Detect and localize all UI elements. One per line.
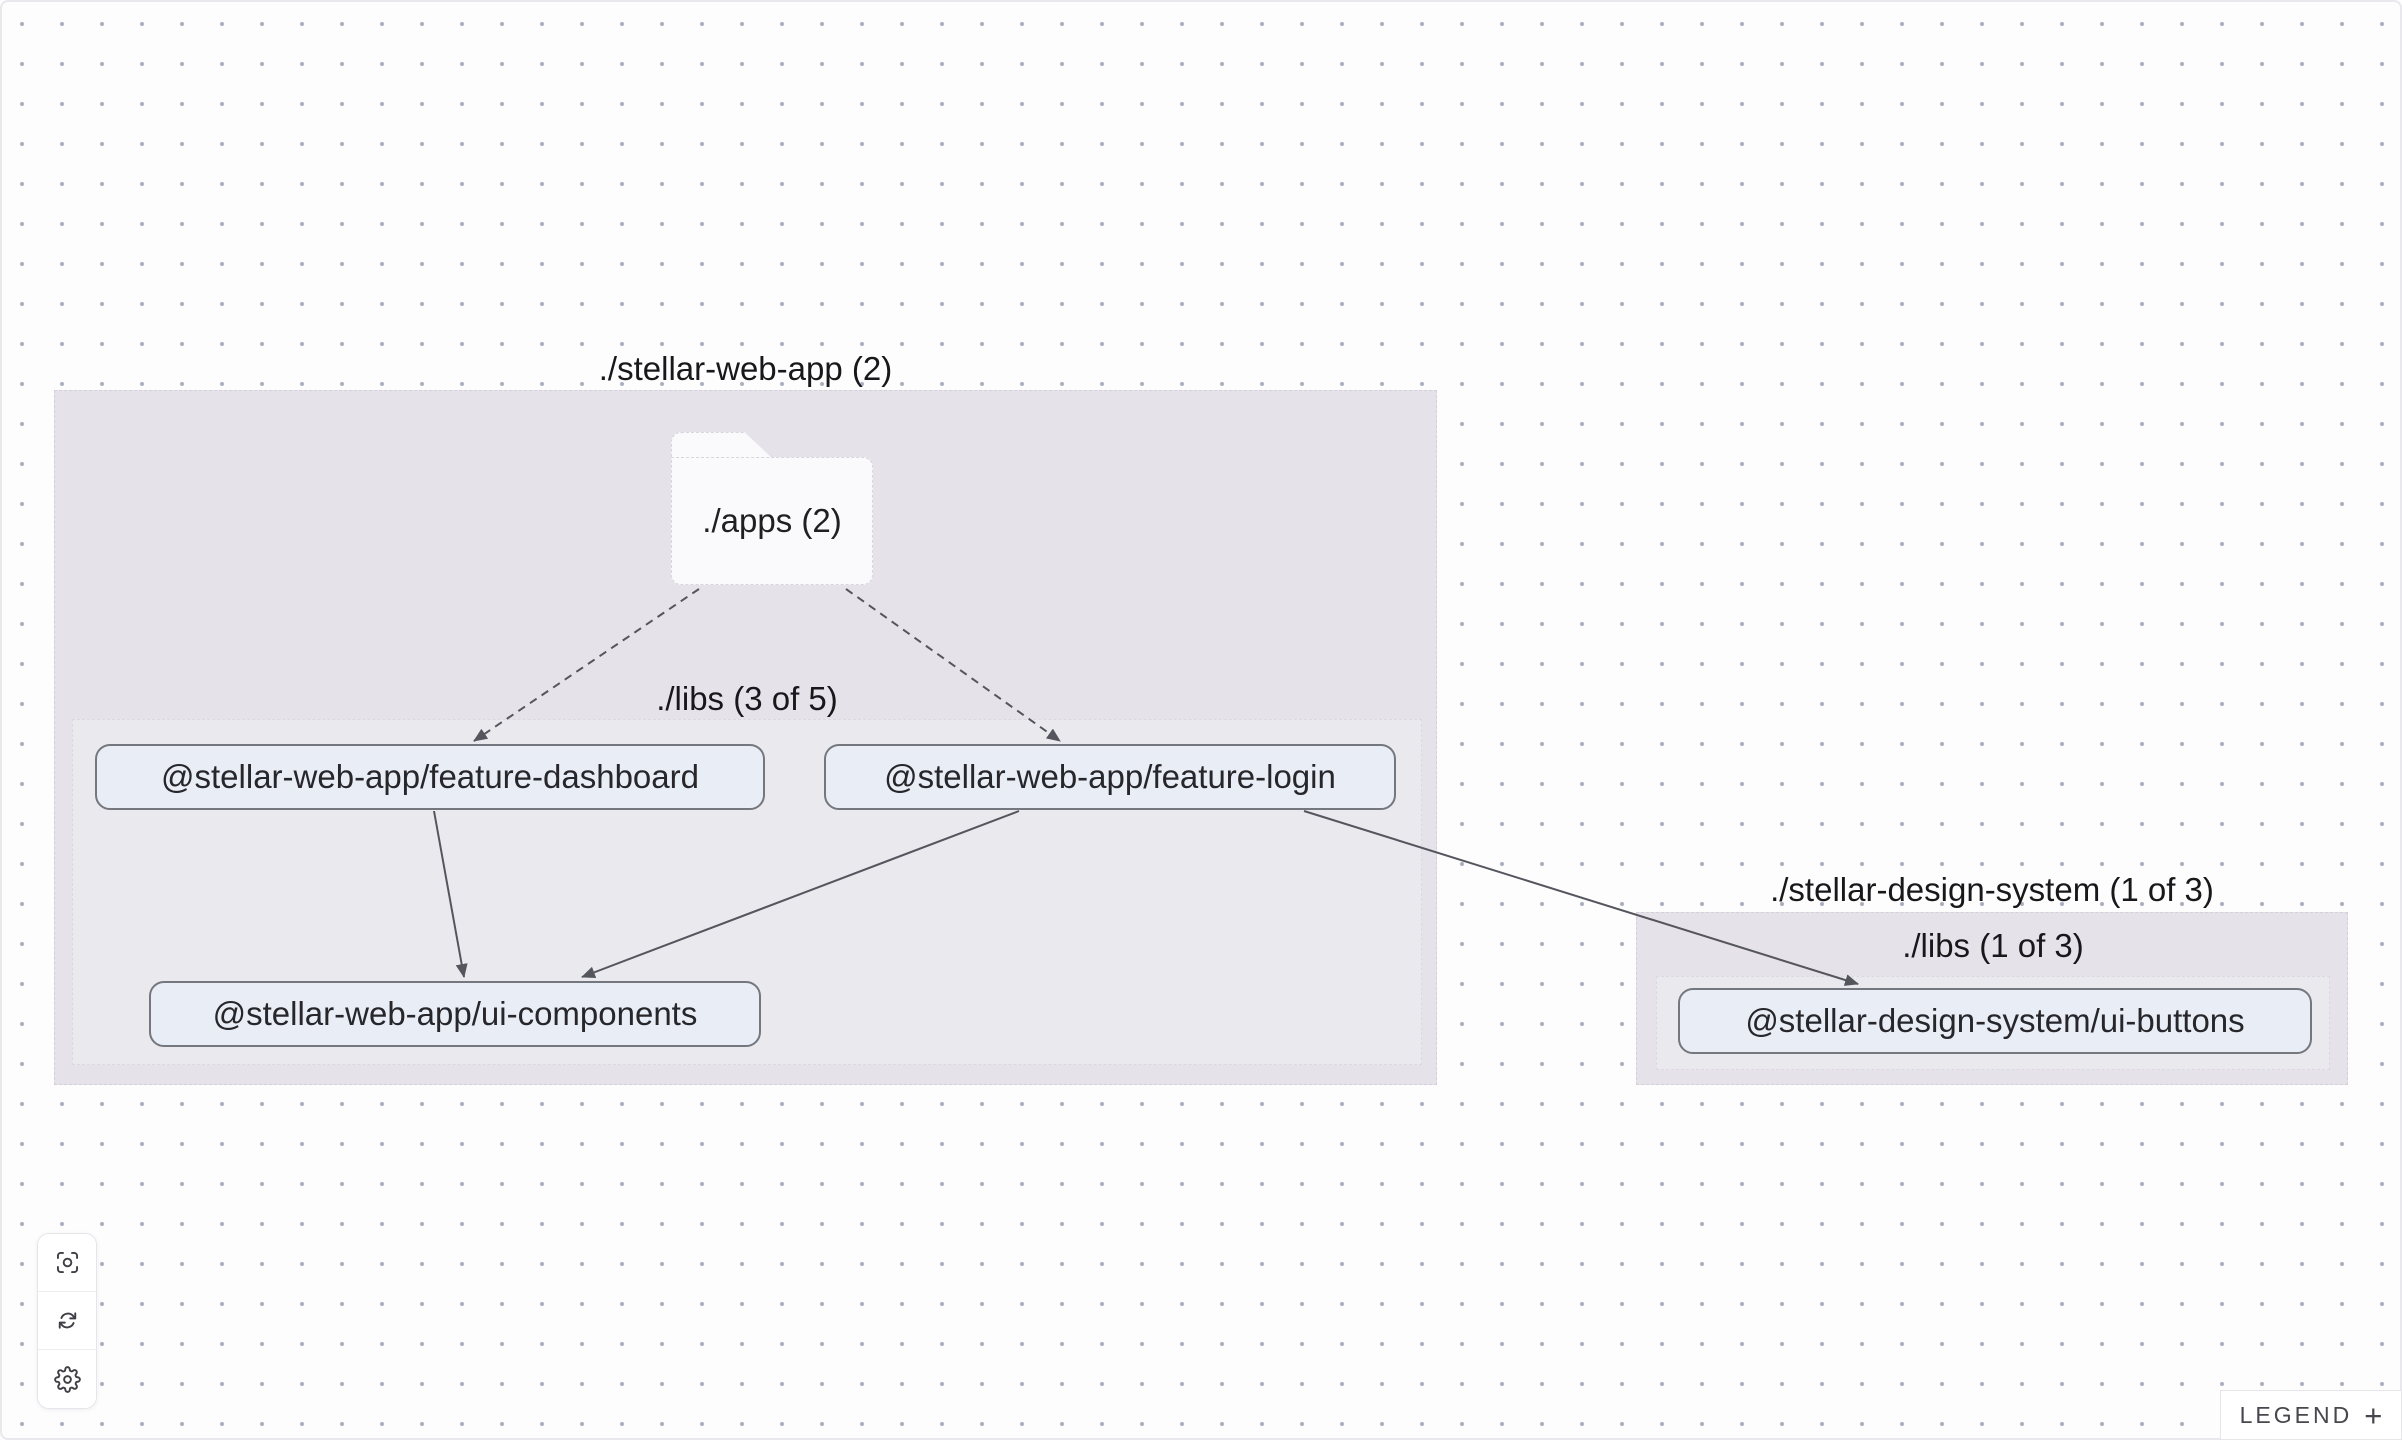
group-label-stellar-web-app: ./stellar-web-app (2)	[598, 350, 893, 387]
refresh-icon	[58, 1312, 76, 1329]
legend-label: LEGEND	[2239, 1401, 2353, 1428]
group-label-stellar-design-system-libs: ./libs (1 of 3)	[1902, 927, 2084, 964]
node-feature-dashboard[interactable]: @stellar-web-app/feature-dashboard	[95, 744, 765, 810]
apps-folder-label: ./apps (2)	[702, 502, 842, 539]
group-label-stellar-design-system: ./stellar-design-system (1 of 3)	[1770, 871, 2214, 908]
node-ui-components[interactable]: @stellar-web-app/ui-components	[149, 981, 761, 1047]
canvas-toolbar	[37, 1233, 97, 1409]
group-label-stellar-web-app-libs: ./libs (3 of 5)	[656, 680, 838, 717]
gear-icon	[53, 1365, 81, 1393]
legend-button[interactable]: LEGEND +	[2220, 1390, 2402, 1440]
plus-icon: +	[2364, 1397, 2383, 1433]
settings-button[interactable]	[38, 1350, 96, 1408]
node-feature-login[interactable]: @stellar-web-app/feature-login	[824, 744, 1396, 810]
refresh-button[interactable]	[38, 1292, 96, 1350]
apps-folder-node[interactable]: ./apps (2)	[671, 457, 873, 585]
focus-button[interactable]	[38, 1234, 96, 1292]
focus-icon	[56, 1251, 78, 1274]
node-ui-buttons[interactable]: @stellar-design-system/ui-buttons	[1678, 988, 2312, 1054]
